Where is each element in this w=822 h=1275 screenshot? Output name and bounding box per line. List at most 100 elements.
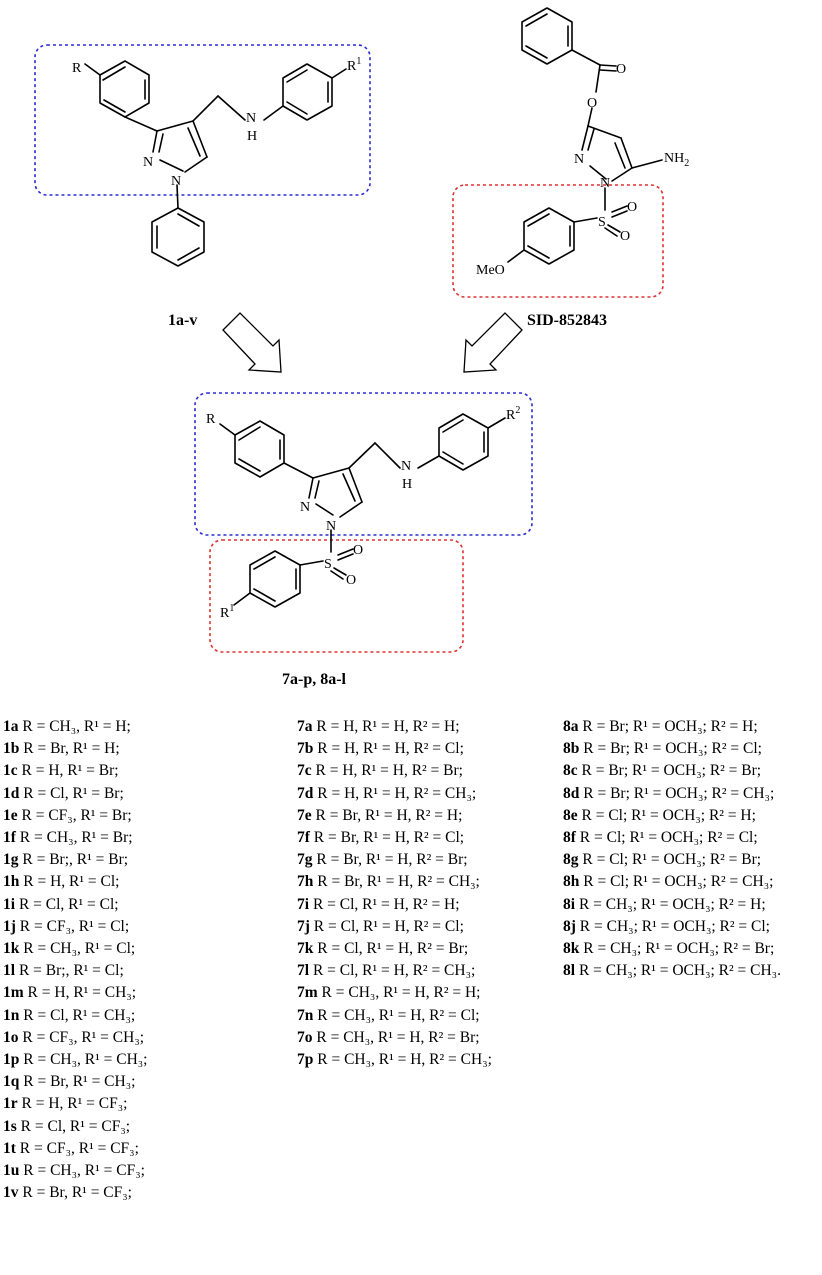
substituent-definition: R = CH₃, R¹ = CF₃; bbox=[19, 1162, 145, 1180]
substituent-definition: R = Cl, R¹ = H, R² = CH₃; bbox=[309, 962, 476, 980]
compound-label-sid-852843: SID-852843 bbox=[527, 312, 607, 329]
substituent-definition: R = H, R¹ = H, R² = Cl; bbox=[313, 740, 464, 758]
substituent-definition: R = Br; R¹ = OCH₃; R² = H; bbox=[578, 718, 758, 735]
substituent-definition: R = CH₃, R¹ = Cl; bbox=[19, 940, 136, 958]
compound-entry: 7f R = Br, R¹ = H, R² = Cl; bbox=[297, 827, 492, 849]
compound-id: 1a bbox=[3, 718, 19, 735]
compound-entry: 8b R = Br; R¹ = OCH₃; R² = Cl; bbox=[563, 738, 781, 760]
compound-id: 1n bbox=[3, 1006, 20, 1024]
compound-id: 1f bbox=[3, 829, 16, 847]
compound-id: 1i bbox=[3, 895, 16, 913]
compound-entry: 7e R = Br, R¹ = H, R² = H; bbox=[297, 805, 492, 827]
compound-entry: 7d R = H, R¹ = H, R² = CH₃; bbox=[297, 783, 492, 805]
atom-meo: MeO bbox=[476, 263, 505, 278]
compound-sid-852843-structure bbox=[452, 7, 664, 298]
compound-entry: 1l R = Br;, R¹ = Cl; bbox=[3, 960, 148, 982]
compound-entry: 1k R = CH₃, R¹ = Cl; bbox=[3, 938, 148, 960]
substituent-definition: R = Cl, R¹ = CH₃; bbox=[19, 1006, 136, 1024]
compound-id: 1e bbox=[3, 806, 18, 824]
compound-id: 7a bbox=[297, 718, 313, 735]
compound-entry: 1h R = H, R¹ = Cl; bbox=[3, 871, 148, 893]
compound-id: 1b bbox=[3, 740, 20, 758]
compound-entry: 1a R = CH₃, R¹ = H; bbox=[3, 716, 148, 738]
substituent-definition: R = Br, R¹ = CH₃; bbox=[19, 1073, 136, 1091]
atom-o: O bbox=[616, 62, 626, 77]
compound-entry: 8g R = Cl; R¹ = OCH₃; R² = Br; bbox=[563, 849, 781, 871]
compound-entry: 1o R = CF₃, R¹ = CH₃; bbox=[3, 1027, 148, 1049]
compound-id: 8e bbox=[563, 806, 578, 824]
compound-entry: 1e R = CF₃, R¹ = Br; bbox=[3, 805, 148, 827]
compound-entry: 7j R = Cl, R¹ = H, R² = Cl; bbox=[297, 916, 492, 938]
substituent-definition: R = Br, R¹ = CF₃; bbox=[18, 1184, 132, 1202]
compound-entry: 8c R = Br; R¹ = OCH₃; R² = Br; bbox=[563, 760, 781, 782]
compound-id: 1k bbox=[3, 940, 20, 958]
compound-entry: 1v R = Br, R¹ = CF₃; bbox=[3, 1182, 148, 1204]
atom-o: O bbox=[353, 543, 363, 558]
compound-id: 1t bbox=[3, 1139, 16, 1157]
substituent-definition: R = H, R¹ = H, R² = H; bbox=[312, 718, 460, 735]
compound-id: 1s bbox=[3, 1117, 17, 1135]
compound-entry: 7c R = H, R¹ = H, R² = Br; bbox=[297, 760, 492, 782]
compound-id: 8l bbox=[563, 962, 576, 980]
sulfonyl-highlight-box-2 bbox=[209, 539, 464, 653]
substituent-definition: R = Br;, R¹ = Br; bbox=[18, 851, 129, 869]
sulfonyl-highlight-box-1 bbox=[452, 184, 664, 298]
atom-h: H bbox=[402, 477, 412, 492]
compound-entry: 8h R = Cl; R¹ = OCH₃; R² = CH₃; bbox=[563, 871, 781, 893]
compound-id: 7b bbox=[297, 740, 314, 758]
compound-id: 8b bbox=[563, 740, 580, 758]
compound-id: 1l bbox=[3, 962, 16, 980]
compound-entry: 7k R = Cl, R¹ = H, R² = Br; bbox=[297, 938, 492, 960]
compound-entry: 1g R = Br;, R¹ = Br; bbox=[3, 849, 148, 871]
compound-id: 7l bbox=[297, 962, 310, 980]
atom-nh2: NH2 bbox=[664, 151, 689, 169]
compound-entry: 1j R = CF₃, R¹ = Cl; bbox=[3, 916, 148, 938]
atom-o: O bbox=[587, 96, 597, 111]
substituent-definition: R = Cl; R¹ = OCH₃; R² = Br; bbox=[578, 851, 762, 869]
atom-r1: R1 bbox=[220, 603, 234, 621]
substituent-definition: R = Cl, R¹ = Br; bbox=[19, 784, 124, 802]
substituent-definition: R = Cl, R¹ = H, R² = H; bbox=[309, 895, 460, 913]
atom-n: N bbox=[246, 111, 256, 126]
target-compound-structure bbox=[194, 392, 533, 653]
compound-list-8: 8a R = Br; R¹ = OCH₃; R² = H;8b R = Br; … bbox=[563, 716, 781, 982]
substituent-definition: R = CH₃; R¹ = OCH₃; R² = CH₃. bbox=[575, 962, 781, 980]
compound-entry: 8k R = CH₃; R¹ = OCH₃; R² = Br; bbox=[563, 938, 781, 960]
substituent-definition: R = Br, R¹ = H, R² = H; bbox=[311, 806, 463, 824]
pyrazole-core-highlight-box-1 bbox=[34, 44, 371, 196]
substituent-definition: R = CH₃, R¹ = H; bbox=[18, 718, 131, 735]
atom-n: N bbox=[300, 500, 310, 515]
atom-n: N bbox=[401, 459, 411, 474]
substituent-definition: R = H, R¹ = H, R² = Br; bbox=[311, 762, 463, 780]
substituent-definition: R = Br; R¹ = OCH₃; R² = CH₃; bbox=[579, 784, 775, 802]
substituent-definition: R = CH₃; R¹ = OCH₃; R² = H; bbox=[575, 895, 766, 913]
substituent-definition: R = Br, R¹ = H, R² = Cl; bbox=[309, 829, 465, 847]
substituent-definition: R = Br, R¹ = H, R² = CH₃; bbox=[313, 873, 480, 891]
compound-list-7: 7a R = H, R¹ = H, R² = H; 7b R = H, R¹ = … bbox=[297, 716, 492, 1071]
compound-id: 7c bbox=[297, 762, 312, 780]
compound-id: 1c bbox=[3, 762, 18, 780]
compound-entry: 1t R = CF₃, R¹ = CF₃; bbox=[3, 1138, 148, 1160]
substituent-definition: R = Cl, R¹ = H, R² = Cl; bbox=[309, 917, 464, 935]
design-arrow-left bbox=[222, 312, 282, 373]
substituent-definition: R = CF₃, R¹ = Cl; bbox=[15, 917, 130, 935]
atom-h: H bbox=[247, 129, 257, 144]
compound-id: 7d bbox=[297, 784, 314, 802]
compound-entry: 1s R = Cl, R¹ = CF₃; bbox=[3, 1116, 148, 1138]
compound-entry: 8j R = CH₃; R¹ = OCH₃; R² = Cl; bbox=[563, 916, 781, 938]
compound-1a-v-structure bbox=[34, 44, 371, 267]
compound-id: 8g bbox=[563, 851, 579, 869]
atom-s: S bbox=[324, 557, 332, 572]
substituent-definition: R = CH₃, R¹ = Br; bbox=[15, 829, 133, 847]
atom-r: R bbox=[72, 61, 82, 76]
substituent-definition: R = Br;, R¹ = Cl; bbox=[15, 962, 124, 980]
substituent-definition: R = CH₃; R¹ = OCH₃; R² = Br; bbox=[579, 940, 775, 958]
compound-entry: 7n R = CH₃, R¹ = H, R² = Cl; bbox=[297, 1005, 492, 1027]
atom-n: N bbox=[171, 174, 181, 189]
substituent-definition: R = CH₃, R¹ = H, R² = Br; bbox=[312, 1028, 480, 1046]
compound-list-1: 1a R = CH₃, R¹ = H;1b R = Br, R¹ = H;1c … bbox=[3, 716, 148, 1204]
substituent-definition: R = H, R¹ = CF₃; bbox=[17, 1095, 128, 1113]
atom-o: O bbox=[346, 573, 356, 588]
compound-entry: 1m R = H, R¹ = CH₃; bbox=[3, 982, 148, 1004]
compound-id: 7i bbox=[297, 895, 310, 913]
